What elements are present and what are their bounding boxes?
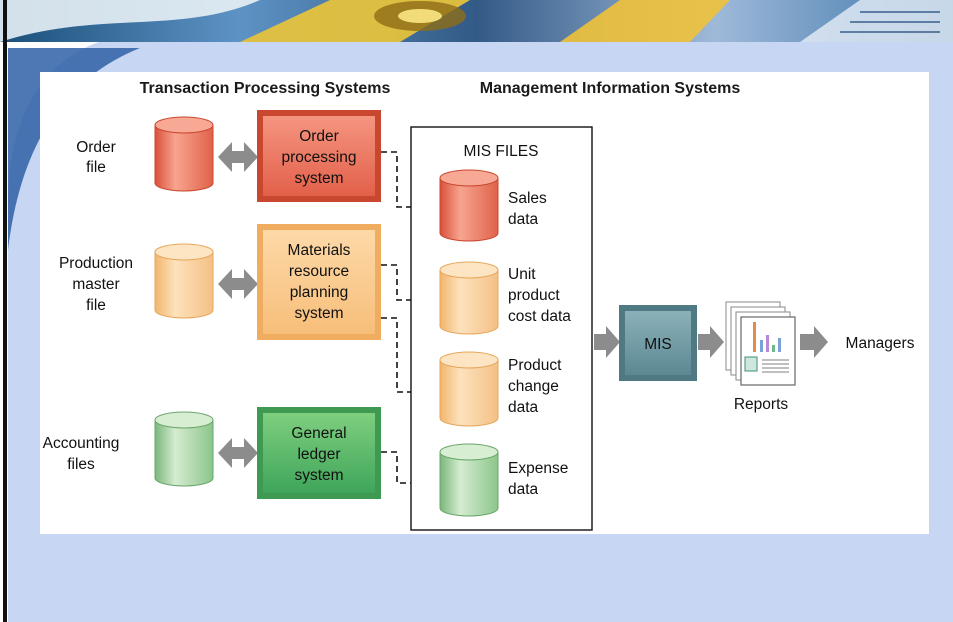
svg-text:data: data bbox=[508, 399, 539, 416]
order-processing-system-box: Order processing system bbox=[257, 110, 381, 202]
product-change-data-cylinder bbox=[439, 351, 499, 427]
svg-text:data: data bbox=[508, 211, 539, 228]
svg-text:system: system bbox=[294, 305, 343, 322]
mis-file-label-expense: Expense data bbox=[508, 460, 568, 498]
double-arrows-file-system bbox=[218, 142, 258, 468]
svg-text:Unit: Unit bbox=[508, 266, 536, 283]
left-file-label-production: Production master file bbox=[59, 255, 133, 314]
accounting-files-cylinder bbox=[154, 411, 214, 487]
mis-file-label-unit-product-cost: Unit product cost data bbox=[508, 266, 571, 325]
slide-left-border bbox=[3, 0, 7, 622]
materials-resource-planning-system-box: Materials resource planning system bbox=[257, 224, 381, 340]
svg-text:Sales: Sales bbox=[508, 190, 547, 207]
svg-text:processing: processing bbox=[282, 149, 357, 166]
svg-text:Production: Production bbox=[59, 255, 133, 272]
general-ledger-system-box: General ledger system bbox=[257, 407, 381, 499]
svg-text:product: product bbox=[508, 287, 560, 304]
svg-text:resource: resource bbox=[289, 263, 349, 280]
svg-text:change: change bbox=[508, 378, 559, 395]
reports-icon bbox=[725, 301, 796, 386]
svg-text:system: system bbox=[294, 467, 343, 484]
left-file-label-order: Order file bbox=[76, 139, 116, 176]
production-master-file-cylinder bbox=[154, 243, 214, 319]
sales-data-cylinder bbox=[439, 169, 499, 242]
svg-text:file: file bbox=[86, 297, 106, 314]
mis-box: MIS bbox=[619, 305, 697, 381]
expense-data-cylinder bbox=[439, 443, 499, 517]
reports-label: Reports bbox=[734, 396, 789, 413]
svg-text:data: data bbox=[508, 481, 539, 498]
svg-text:Accounting: Accounting bbox=[43, 435, 120, 452]
svg-text:Product: Product bbox=[508, 357, 562, 374]
unit-product-cost-data-cylinder bbox=[439, 261, 499, 335]
svg-text:MIS: MIS bbox=[644, 336, 672, 353]
mis-file-label-sales: Sales data bbox=[508, 190, 547, 228]
svg-text:Expense: Expense bbox=[508, 460, 568, 477]
header-management-information: Management Information Systems bbox=[480, 80, 741, 97]
svg-text:master: master bbox=[72, 276, 119, 293]
svg-text:file: file bbox=[86, 159, 106, 176]
order-file-cylinder bbox=[154, 116, 214, 192]
svg-text:system: system bbox=[294, 170, 343, 187]
svg-text:ledger: ledger bbox=[297, 446, 340, 463]
left-file-label-accounting: Accounting files bbox=[43, 435, 120, 473]
mis-files-title: MIS FILES bbox=[464, 143, 539, 160]
svg-text:Materials: Materials bbox=[288, 242, 351, 259]
svg-text:Order: Order bbox=[76, 139, 116, 156]
svg-text:planning: planning bbox=[290, 284, 349, 301]
svg-text:Order: Order bbox=[299, 128, 339, 145]
managers-label: Managers bbox=[846, 335, 915, 352]
svg-text:files: files bbox=[67, 456, 95, 473]
header-transaction-processing: Transaction Processing Systems bbox=[140, 80, 391, 97]
mis-file-label-product-change: Product change data bbox=[508, 357, 562, 416]
flow-arrows bbox=[594, 326, 828, 358]
svg-text:General: General bbox=[291, 425, 346, 442]
svg-text:cost data: cost data bbox=[508, 308, 571, 325]
